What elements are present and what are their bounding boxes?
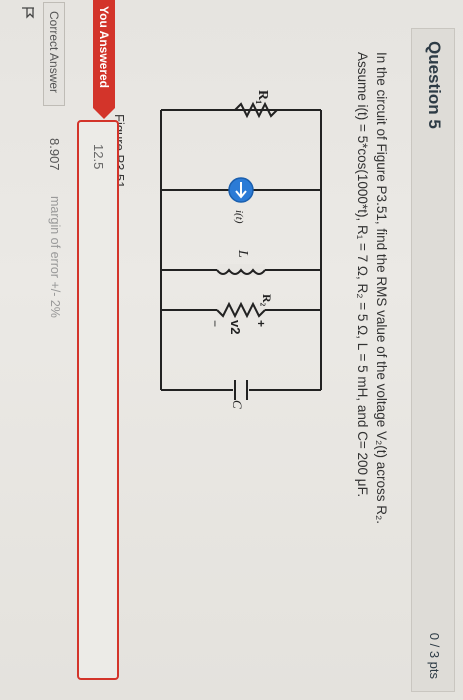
inductor-l (216, 268, 266, 275)
flag-icon[interactable] (21, 6, 35, 20)
resistor-r2 (216, 301, 266, 319)
correct-answer-label: Correct Answer (43, 2, 65, 106)
question-points: 0 / 3 pts (427, 632, 442, 679)
label-l: L (235, 249, 250, 258)
label-c: C (230, 400, 245, 409)
label-r2: R₂ (260, 294, 274, 307)
label-plus: + (254, 320, 268, 327)
question-text-line-2: Assume i(t) = 5*cos(1000*t), R₁ = 7 Ω, R… (355, 52, 370, 498)
question-title: Question 5 (425, 41, 444, 129)
answer-value: 12.5 (91, 144, 106, 170)
question-header: Question 5 0 / 3 pts (411, 28, 455, 692)
label-v2: v2 (228, 320, 243, 334)
circuit-diagram: R₁ i(t) L R₂ + v2 − C (160, 90, 322, 409)
question-text: In the circuit of Figure P3.51, find the… (353, 52, 391, 524)
you-answered-label: You Answered (93, 0, 115, 108)
margin-of-error: margin of error +/- 2% (48, 196, 62, 318)
label-source: i(t) (233, 210, 245, 224)
question-text-line-1: In the circuit of Figure P3.51, find the… (374, 52, 389, 524)
correct-answer-value: 8.907 (47, 138, 62, 171)
label-minus: − (208, 320, 222, 327)
resistor-r1 (234, 101, 278, 119)
label-r1: R₁ (255, 90, 270, 104)
answer-box: 12.5 (77, 120, 119, 680)
